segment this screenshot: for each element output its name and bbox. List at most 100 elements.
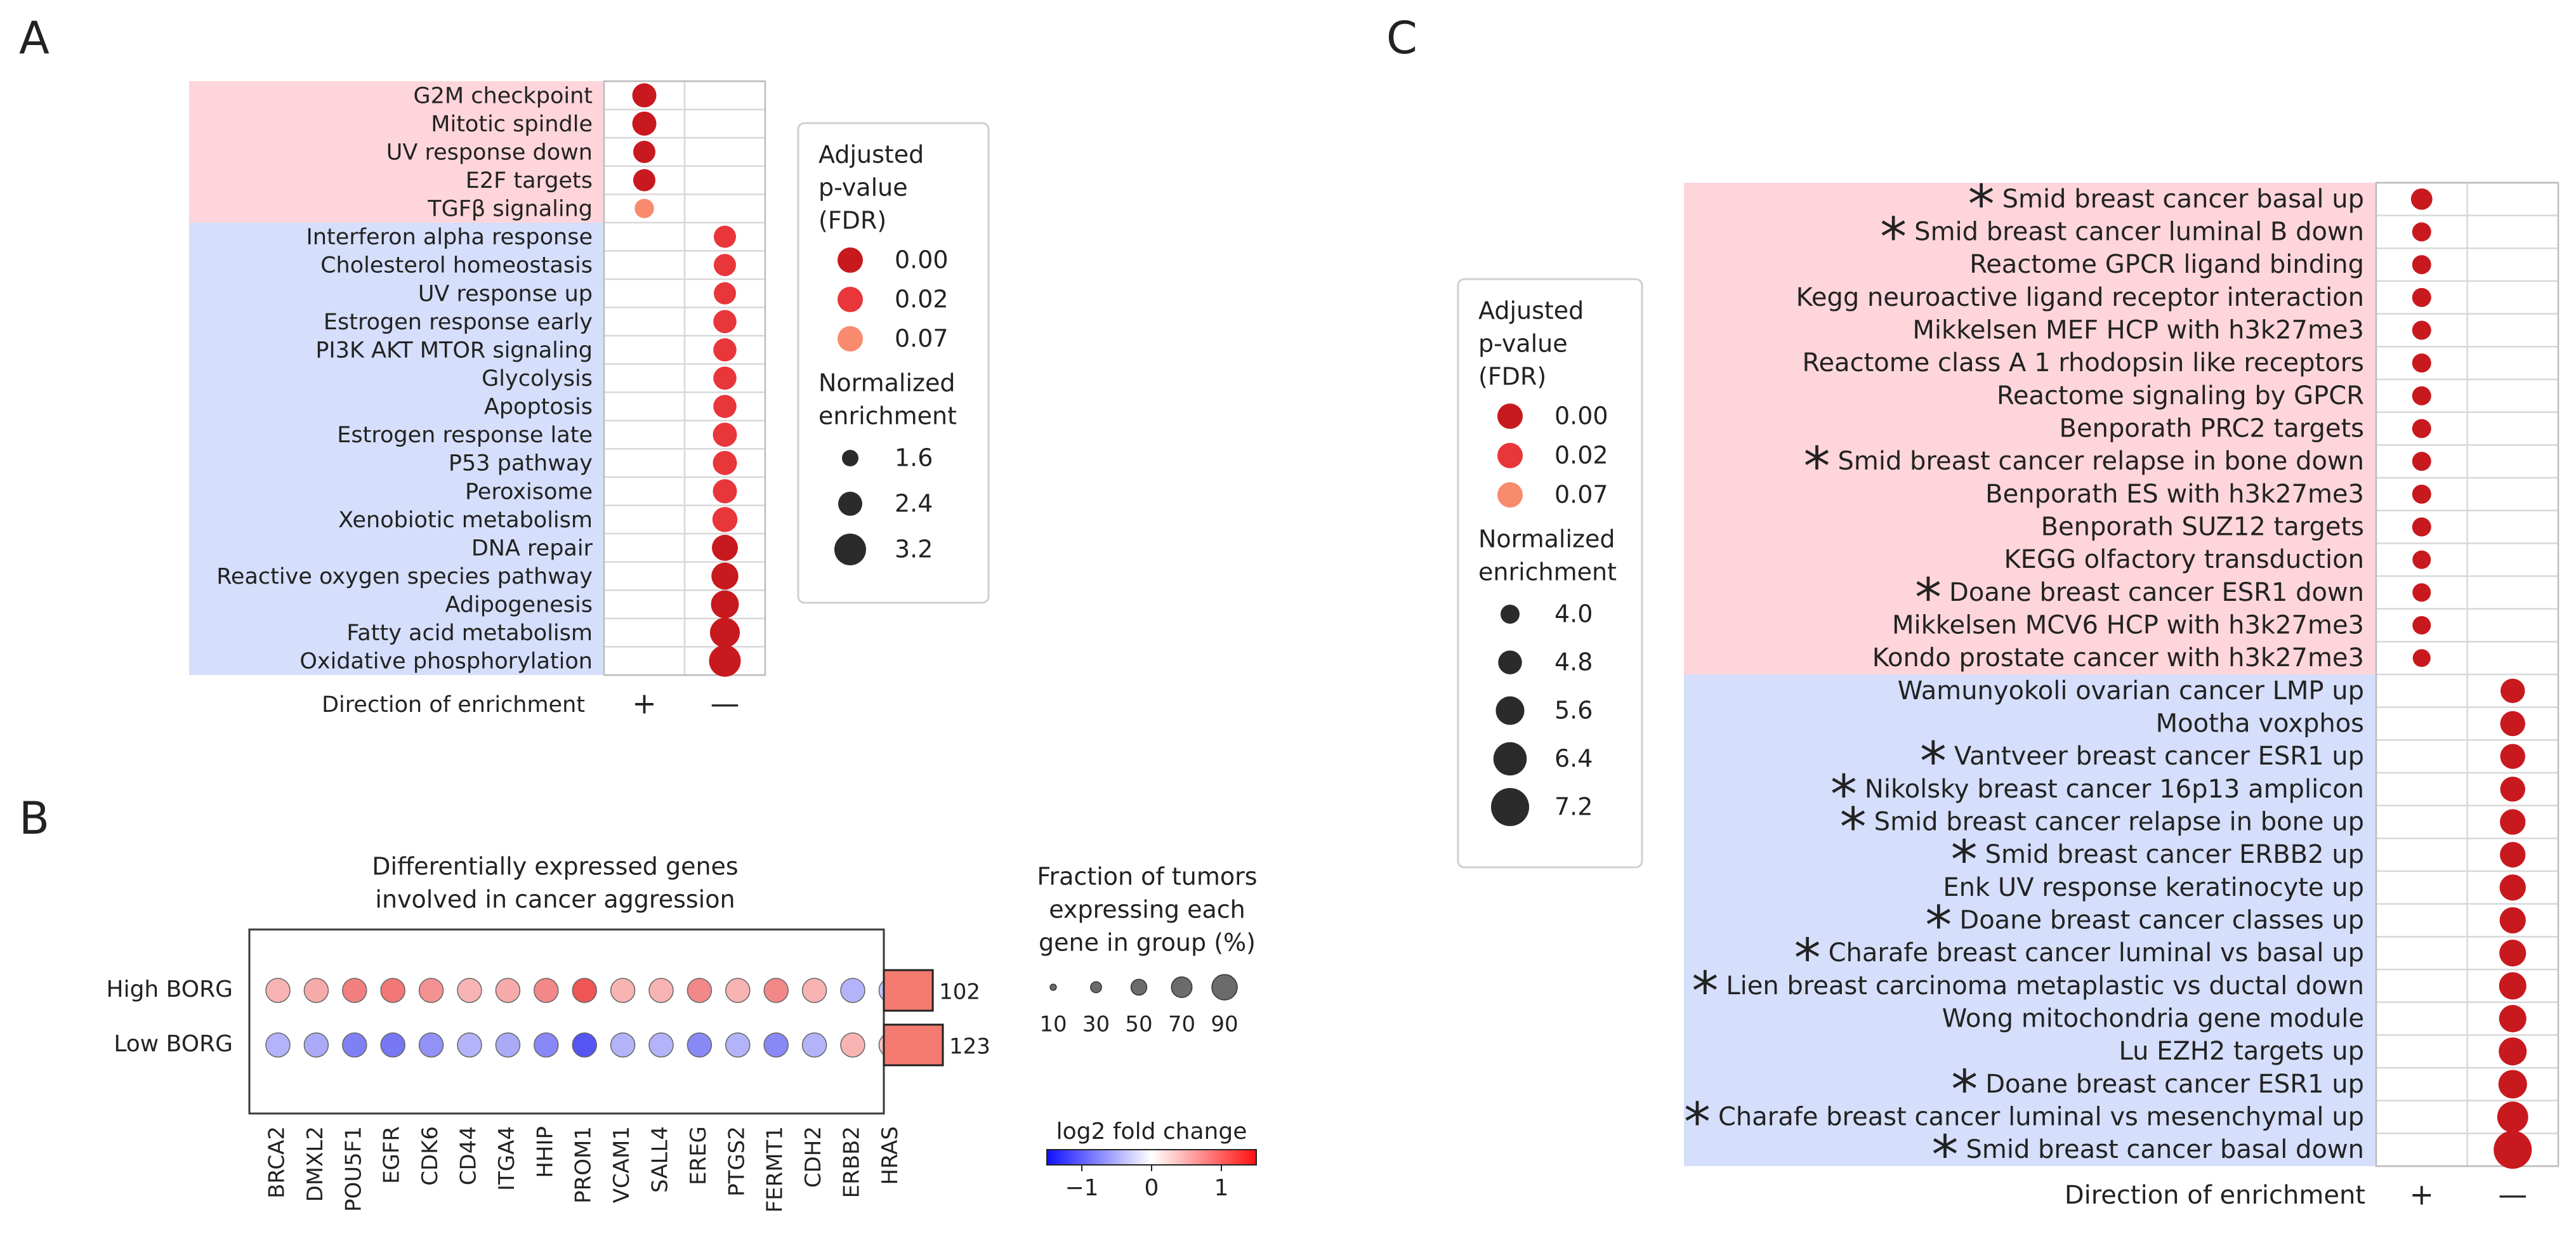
panel-b-gene-dot bbox=[840, 978, 865, 1003]
panel-a-legend-color-value: 0.02 bbox=[895, 286, 949, 313]
panel-a-dot bbox=[634, 199, 654, 218]
panel-a-dot bbox=[711, 562, 739, 590]
panel-c-dot bbox=[2412, 320, 2431, 340]
panel-c-down-band bbox=[1684, 674, 2376, 1166]
panel-c-dot bbox=[2412, 386, 2431, 405]
panel-a-xlabel: Direction of enrichment bbox=[322, 692, 585, 718]
panel-b-fraction-title: gene in group (%) bbox=[1039, 929, 1256, 957]
panel-a-legend-size-dot bbox=[834, 534, 866, 565]
panel-c-dot bbox=[2499, 940, 2527, 967]
panel-b-count-bar bbox=[883, 1023, 944, 1067]
panel-a-term-label: Estrogen response late bbox=[337, 423, 593, 448]
panel-c-dot bbox=[2412, 517, 2431, 537]
panel-c-legend-color-value: 0.02 bbox=[1554, 442, 1608, 470]
panel-b-gene-dot bbox=[342, 1032, 367, 1058]
panel-a-dot bbox=[714, 282, 736, 305]
panel-a-dot bbox=[713, 310, 737, 334]
panel-a-dot bbox=[632, 111, 657, 136]
panel-b-fraction-value: 30 bbox=[1082, 1012, 1110, 1037]
panel-b-gene-dot bbox=[380, 1032, 405, 1058]
panel-c-legend-color-dot bbox=[1497, 482, 1523, 508]
panel-c-term-label: Charafe breast cancer luminal vs mesench… bbox=[1718, 1103, 2364, 1132]
panel-c-dot bbox=[2499, 874, 2526, 901]
panel-a-term-label: Interferon alpha response bbox=[306, 225, 593, 250]
panel-b-colorbar bbox=[1046, 1149, 1257, 1166]
panel-c-term-label: Doane breast cancer ESR1 up bbox=[1985, 1070, 2364, 1099]
panel-a-term-label: E2F targets bbox=[466, 168, 593, 194]
panel-c-term-label: KEGG olfactory transduction bbox=[2004, 545, 2364, 574]
panel-b-gene-dot bbox=[840, 1032, 865, 1058]
panel-c-legend-title: enrichment bbox=[1478, 558, 1617, 586]
panel-b-gene-dot bbox=[687, 1032, 713, 1058]
panel-b-gene-dot bbox=[342, 978, 367, 1003]
panel-c-dot bbox=[2412, 452, 2431, 471]
panel-b-gene-dot bbox=[265, 978, 291, 1003]
panel-c-term-label: Doane breast cancer ESR1 down bbox=[1949, 578, 2364, 607]
panel-a-term-label: Adipogenesis bbox=[445, 593, 593, 618]
panel-a-dot bbox=[713, 395, 737, 418]
panel-c-term-label: Smid breast cancer basal down bbox=[1966, 1135, 2364, 1164]
panel-c-dot bbox=[2499, 972, 2527, 1000]
panel-b-gene-dot bbox=[418, 1032, 444, 1058]
panel-a-dot bbox=[714, 225, 736, 248]
panel-c-dot bbox=[2410, 188, 2433, 210]
panel-c-legend-size-value: 4.0 bbox=[1554, 600, 1593, 628]
panel-b-colorbar-title: log2 fold change bbox=[1056, 1119, 1247, 1145]
panel-c-dot bbox=[2412, 550, 2431, 569]
panel-b-fraction-title: expressing each bbox=[1049, 896, 1245, 924]
panel-b-gene-label: VCAM1 bbox=[609, 1126, 634, 1203]
panel-c-term-label: Vantveer breast cancer ESR1 up bbox=[1954, 742, 2364, 771]
panel-c-term-label: Reactome class A 1 rhodopsin like recept… bbox=[1802, 348, 2364, 378]
panel-b-fraction-dot bbox=[1049, 983, 1057, 991]
panel-c-legend-size-value: 5.6 bbox=[1554, 697, 1593, 725]
panel-a-dot bbox=[713, 338, 737, 362]
panel-a-legend-size-dot bbox=[842, 450, 858, 466]
panel-c-dot bbox=[2412, 419, 2431, 438]
panel-c-legend-title: (FDR) bbox=[1478, 363, 1546, 391]
panel-c-dot bbox=[2412, 287, 2431, 307]
panel-a-legend-size-dot bbox=[838, 492, 862, 516]
panel-c-term-label: Smid breast cancer basal up bbox=[2002, 185, 2364, 214]
panel-c-star: * bbox=[1968, 173, 1995, 235]
panel-b-gene-dot bbox=[687, 978, 713, 1003]
panel-b-gene-label: POU5F1 bbox=[341, 1126, 366, 1212]
panel-c-star: * bbox=[1880, 206, 1907, 268]
panel-c-dot bbox=[2499, 1004, 2527, 1033]
panel-b-gene-label: HHIP bbox=[532, 1126, 558, 1178]
panel-a-legend-color-value: 0.07 bbox=[895, 325, 949, 353]
panel-c-legend-color-value: 0.00 bbox=[1554, 402, 1608, 430]
panel-c-dot bbox=[2500, 744, 2525, 769]
panel-a-term-label: Xenobiotic metabolism bbox=[338, 508, 593, 533]
panel-b-gene-label: ERBB2 bbox=[839, 1126, 865, 1198]
panel-b-gene-dot bbox=[534, 978, 559, 1003]
panel-a-term-label: P53 pathway bbox=[449, 451, 593, 476]
panel-a-dot bbox=[710, 617, 740, 648]
panel-b-fraction-value: 50 bbox=[1125, 1012, 1152, 1037]
panel-c-dot bbox=[2412, 255, 2431, 275]
panel-a-term-label: Reactive oxygen species pathway bbox=[216, 564, 593, 589]
panel-a-dot bbox=[633, 140, 655, 163]
panel-b-gene-dot bbox=[457, 1032, 482, 1058]
panel-c-legend-size-dot bbox=[1490, 787, 1530, 827]
panel-c-legend-size-value: 7.2 bbox=[1554, 793, 1593, 821]
panel-c-dot bbox=[2498, 1070, 2527, 1099]
panel-a-legend-color-value: 0.00 bbox=[895, 246, 949, 274]
panel-c-star: * bbox=[1925, 894, 1952, 956]
panel-a-dot bbox=[714, 254, 736, 277]
panel-label-b: B bbox=[19, 792, 49, 844]
panel-b-count-bar bbox=[883, 969, 934, 1012]
panel-c-term-label: Lu EZH2 targets up bbox=[2119, 1037, 2364, 1066]
panel-a-legend-title: (FDR) bbox=[818, 207, 886, 235]
panel-c-dot bbox=[2500, 777, 2525, 802]
panel-a-dot bbox=[709, 645, 741, 677]
panel-a-term-label: Cholesterol homeostasis bbox=[320, 253, 593, 279]
panel-c-legend-size-value: 4.8 bbox=[1554, 648, 1593, 676]
panel-a-dot bbox=[712, 507, 738, 532]
panel-a-term-label: PI3K AKT MTOR signaling bbox=[315, 338, 593, 363]
panel-c-term-label: Benporath PRC2 targets bbox=[2060, 414, 2364, 443]
panel-b-gene-label: CDK6 bbox=[417, 1126, 443, 1186]
panel-b-fraction-dot bbox=[1090, 981, 1102, 994]
panel-a-term-label: Estrogen response early bbox=[324, 310, 593, 335]
panel-a-legend-title: Adjusted bbox=[818, 141, 924, 169]
